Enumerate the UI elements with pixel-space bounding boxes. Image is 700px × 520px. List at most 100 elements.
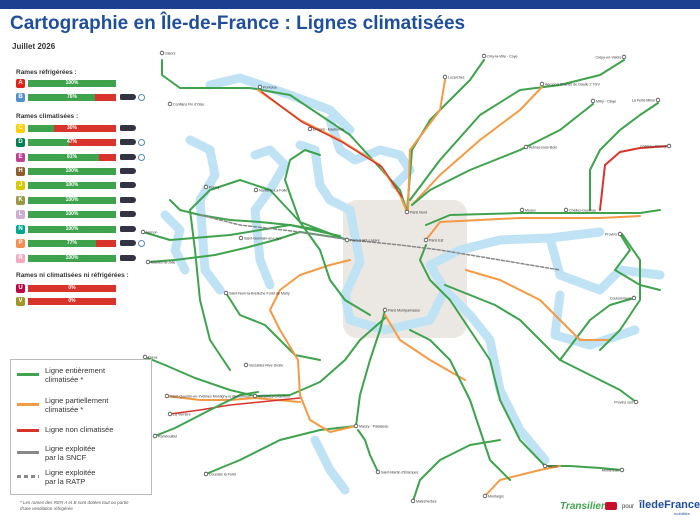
rail-line-19 — [355, 309, 386, 427]
station-label: Provins sud — [614, 401, 633, 405]
legend-label-full: Ligne entièrement climatisée * — [45, 366, 106, 384]
transilien-logo: Transilien — [560, 501, 608, 512]
rail-line-24 — [154, 391, 259, 437]
line-progress-label: 81% — [66, 154, 77, 160]
legend-label-sncf: Ligne exploitée par la SNCF — [45, 444, 96, 462]
line-badge-d: D — [16, 138, 25, 147]
station-label: Ermont - Eaubonne — [313, 128, 344, 132]
station-label: Château-Thierry — [640, 145, 666, 149]
station-dot — [481, 53, 487, 59]
train-icon — [120, 139, 136, 145]
station-dot — [523, 144, 529, 150]
station-dot — [252, 393, 258, 399]
station-dot — [145, 259, 151, 265]
line-progress-fill — [28, 255, 116, 262]
legend-label-none: Ligne non climatisée — [45, 425, 114, 434]
station-dot — [203, 471, 209, 477]
station-dot — [590, 98, 596, 104]
station-label: Orry-la-Ville - Coye — [487, 55, 518, 59]
station-label: Nanterre-La-Folie — [259, 189, 287, 193]
rail-line-37 — [299, 221, 371, 316]
line-progress-label: 100% — [65, 255, 79, 261]
line-progress-bar: 30% — [28, 125, 116, 132]
line-progress-bar: 0% — [28, 285, 116, 292]
rail-line-29 — [419, 244, 546, 467]
station-dot — [423, 237, 429, 243]
station-label: Malesherbes — [416, 500, 437, 504]
station-label: Mantes-la-Jolie — [151, 261, 175, 265]
rail-line-34 — [465, 269, 611, 341]
station-dot — [344, 237, 350, 243]
rail-line-2 — [261, 91, 403, 198]
legend-swatch-dashed — [17, 475, 39, 478]
legend-swatch-orange — [17, 403, 39, 406]
station-label: Luzarches — [448, 76, 465, 80]
station-dot — [666, 143, 672, 149]
train-icon — [120, 125, 136, 131]
train-icon — [120, 168, 136, 174]
station-label: Poissy — [209, 186, 220, 190]
station-label: Massy - Palaiseau — [359, 425, 388, 429]
station-dot — [404, 209, 410, 215]
header-bar — [0, 0, 700, 9]
station-dot — [243, 362, 249, 368]
train-icon — [120, 154, 136, 160]
rail-line-35 — [599, 233, 641, 351]
station-dot — [563, 207, 569, 213]
station-label: Rambouillet — [158, 435, 177, 439]
line-progress-label: 76% — [66, 94, 77, 100]
train-icon — [120, 240, 136, 246]
station-label: Montereau — [602, 469, 619, 473]
station-label: La Verrière — [173, 413, 191, 417]
line-progress-label: 100% — [65, 226, 79, 232]
station-dot — [542, 463, 548, 469]
legend-swatch-red — [17, 429, 39, 432]
legend: Ligne entièrement climatisée * Ligne par… — [10, 359, 152, 495]
station-label: Conflans Fin d'Oise — [173, 103, 204, 107]
station-label: Gisors — [165, 52, 176, 56]
station-label: Pontoise — [263, 86, 277, 90]
line-progress-bar: 76% — [28, 94, 116, 101]
legend-swatch-grey — [17, 451, 39, 454]
station-dot — [442, 74, 448, 80]
station-dot — [223, 290, 229, 296]
ventilation-icon — [138, 94, 145, 101]
station-label: Paris Saint-Lazare — [350, 239, 380, 243]
station-dot — [353, 423, 359, 429]
station-dot — [617, 231, 623, 237]
station-dot — [539, 81, 545, 87]
line-progress-bar: 100% — [28, 255, 116, 262]
line-progress-label: 100% — [65, 211, 79, 217]
line-progress-fill — [28, 80, 116, 87]
station-label: Paris Nord — [410, 211, 427, 215]
rail-line-ratp — [199, 214, 561, 271]
rail-line-21 — [144, 317, 386, 397]
line-badge-b: B — [16, 93, 25, 102]
station-dot — [140, 229, 146, 235]
station-label: Dourdan la Forêt — [209, 473, 236, 477]
station-dot — [619, 467, 625, 473]
station-label: Versailles-Chantiers — [258, 395, 290, 399]
rail-line-4 — [407, 79, 446, 213]
rail-line-13 — [169, 199, 348, 241]
train-icon — [120, 255, 136, 261]
legend-swatch-green — [17, 373, 39, 376]
line-badge-e: E — [16, 153, 25, 162]
station-label: Dreux — [148, 356, 158, 360]
line-progress-label: 77% — [66, 240, 77, 246]
rail-line-26 — [357, 429, 379, 473]
line-progress-fill — [28, 139, 70, 146]
station-dot — [203, 184, 209, 190]
line-progress-bar: 47% — [28, 139, 116, 146]
line-progress-bar: 100% — [28, 226, 116, 233]
station-dot — [482, 493, 488, 499]
station-label: Saint-Nom-la-Bretèche Forêt de Marly — [229, 292, 290, 296]
footnote: * Les rames des RER A et B sont dotées t… — [20, 500, 129, 511]
station-label: Vernon — [146, 231, 157, 235]
line-progress-label: 0% — [68, 298, 76, 304]
